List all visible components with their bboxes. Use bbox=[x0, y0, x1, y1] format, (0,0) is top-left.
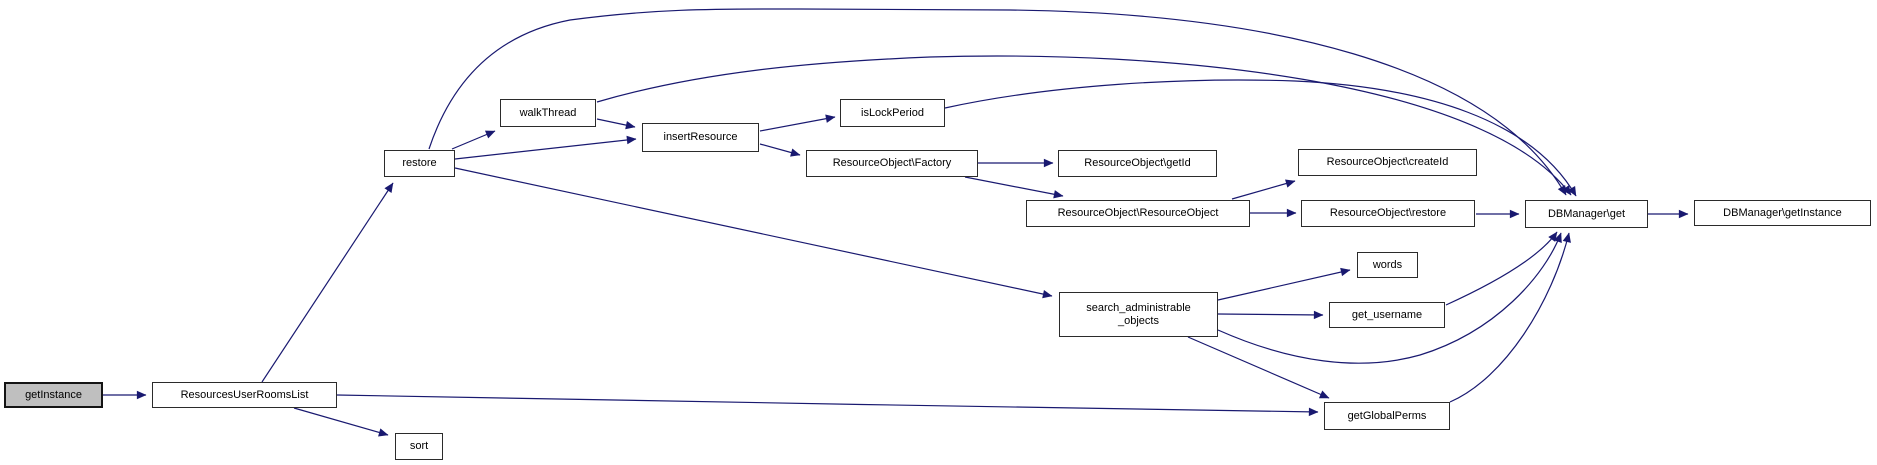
node-restore[interactable]: restore bbox=[384, 150, 455, 177]
edge-resourcesuserroomslist-sort bbox=[293, 407, 389, 437]
node-dbmanager-get[interactable]: DBManager\get bbox=[1525, 200, 1648, 228]
edge-searchadministrableobjects-words bbox=[1217, 267, 1351, 301]
edge-resourceobjectfactory-resourceobjectresourceobject bbox=[964, 176, 1064, 199]
edge-walkthread-dbmanagerget bbox=[596, 55, 1572, 196]
node-insertresource[interactable]: insertResource bbox=[642, 123, 759, 152]
edge-restore-walkthread bbox=[451, 130, 496, 150]
node-resourceobject-restore[interactable]: ResourceObject\restore bbox=[1301, 200, 1475, 227]
edge-islockperiod-dbmanagerget bbox=[944, 79, 1577, 197]
edge-walkthread-insertresource bbox=[596, 118, 636, 130]
node-walkthread[interactable]: walkThread bbox=[500, 99, 596, 127]
edge-insertresource-resourceobjectfactory bbox=[759, 143, 801, 157]
node-get-username[interactable]: get_username bbox=[1329, 302, 1445, 328]
node-resourceobject-getid[interactable]: ResourceObject\getId bbox=[1058, 150, 1217, 177]
edge-restore-insertresource bbox=[454, 135, 637, 160]
edge-insertresource-islockperiod bbox=[759, 114, 836, 132]
node-resourceobject-factory[interactable]: ResourceObject\Factory bbox=[806, 150, 978, 177]
edge-searchadministrableobjects-getglobalperms bbox=[1187, 336, 1330, 399]
edge-getusername-dbmanagerget bbox=[1445, 231, 1558, 306]
node-words[interactable]: words bbox=[1357, 252, 1418, 278]
edge-resourcesuserroomslist-getglobalperms bbox=[336, 394, 1319, 417]
edge-restore-searchadministrableobjects bbox=[454, 167, 1053, 299]
node-resourceobject-resourceobject[interactable]: ResourceObject\ResourceObject bbox=[1026, 200, 1250, 227]
node-dbmanager-getinstance[interactable]: DBManager\getInstance bbox=[1694, 200, 1871, 226]
node-sort[interactable]: sort bbox=[395, 433, 443, 460]
edge-resourceobjectresourceobject-resourceobjectcreateid bbox=[1231, 179, 1296, 200]
node-getglobalperms[interactable]: getGlobalPerms bbox=[1324, 402, 1450, 430]
edge-searchadministrableobjects-getusername bbox=[1217, 310, 1324, 320]
edge-searchadministrableobjects-dbmanagerget bbox=[1217, 232, 1562, 364]
node-resourceobject-createid[interactable]: ResourceObject\createId bbox=[1298, 149, 1477, 176]
node-resourcesuserroomslist[interactable]: ResourcesUserRoomsList bbox=[152, 382, 337, 408]
edge-getglobalperms-dbmanagerget bbox=[1449, 232, 1571, 403]
edge-restore-dbmanagerget bbox=[428, 8, 1567, 196]
node-getinstance: getInstance bbox=[4, 382, 103, 408]
node-search-administrable-objects[interactable]: search_administrable _objects bbox=[1059, 292, 1218, 337]
node-islockperiod[interactable]: isLockPeriod bbox=[840, 99, 945, 127]
edge-resourcesuserroomslist-restore bbox=[261, 182, 394, 383]
